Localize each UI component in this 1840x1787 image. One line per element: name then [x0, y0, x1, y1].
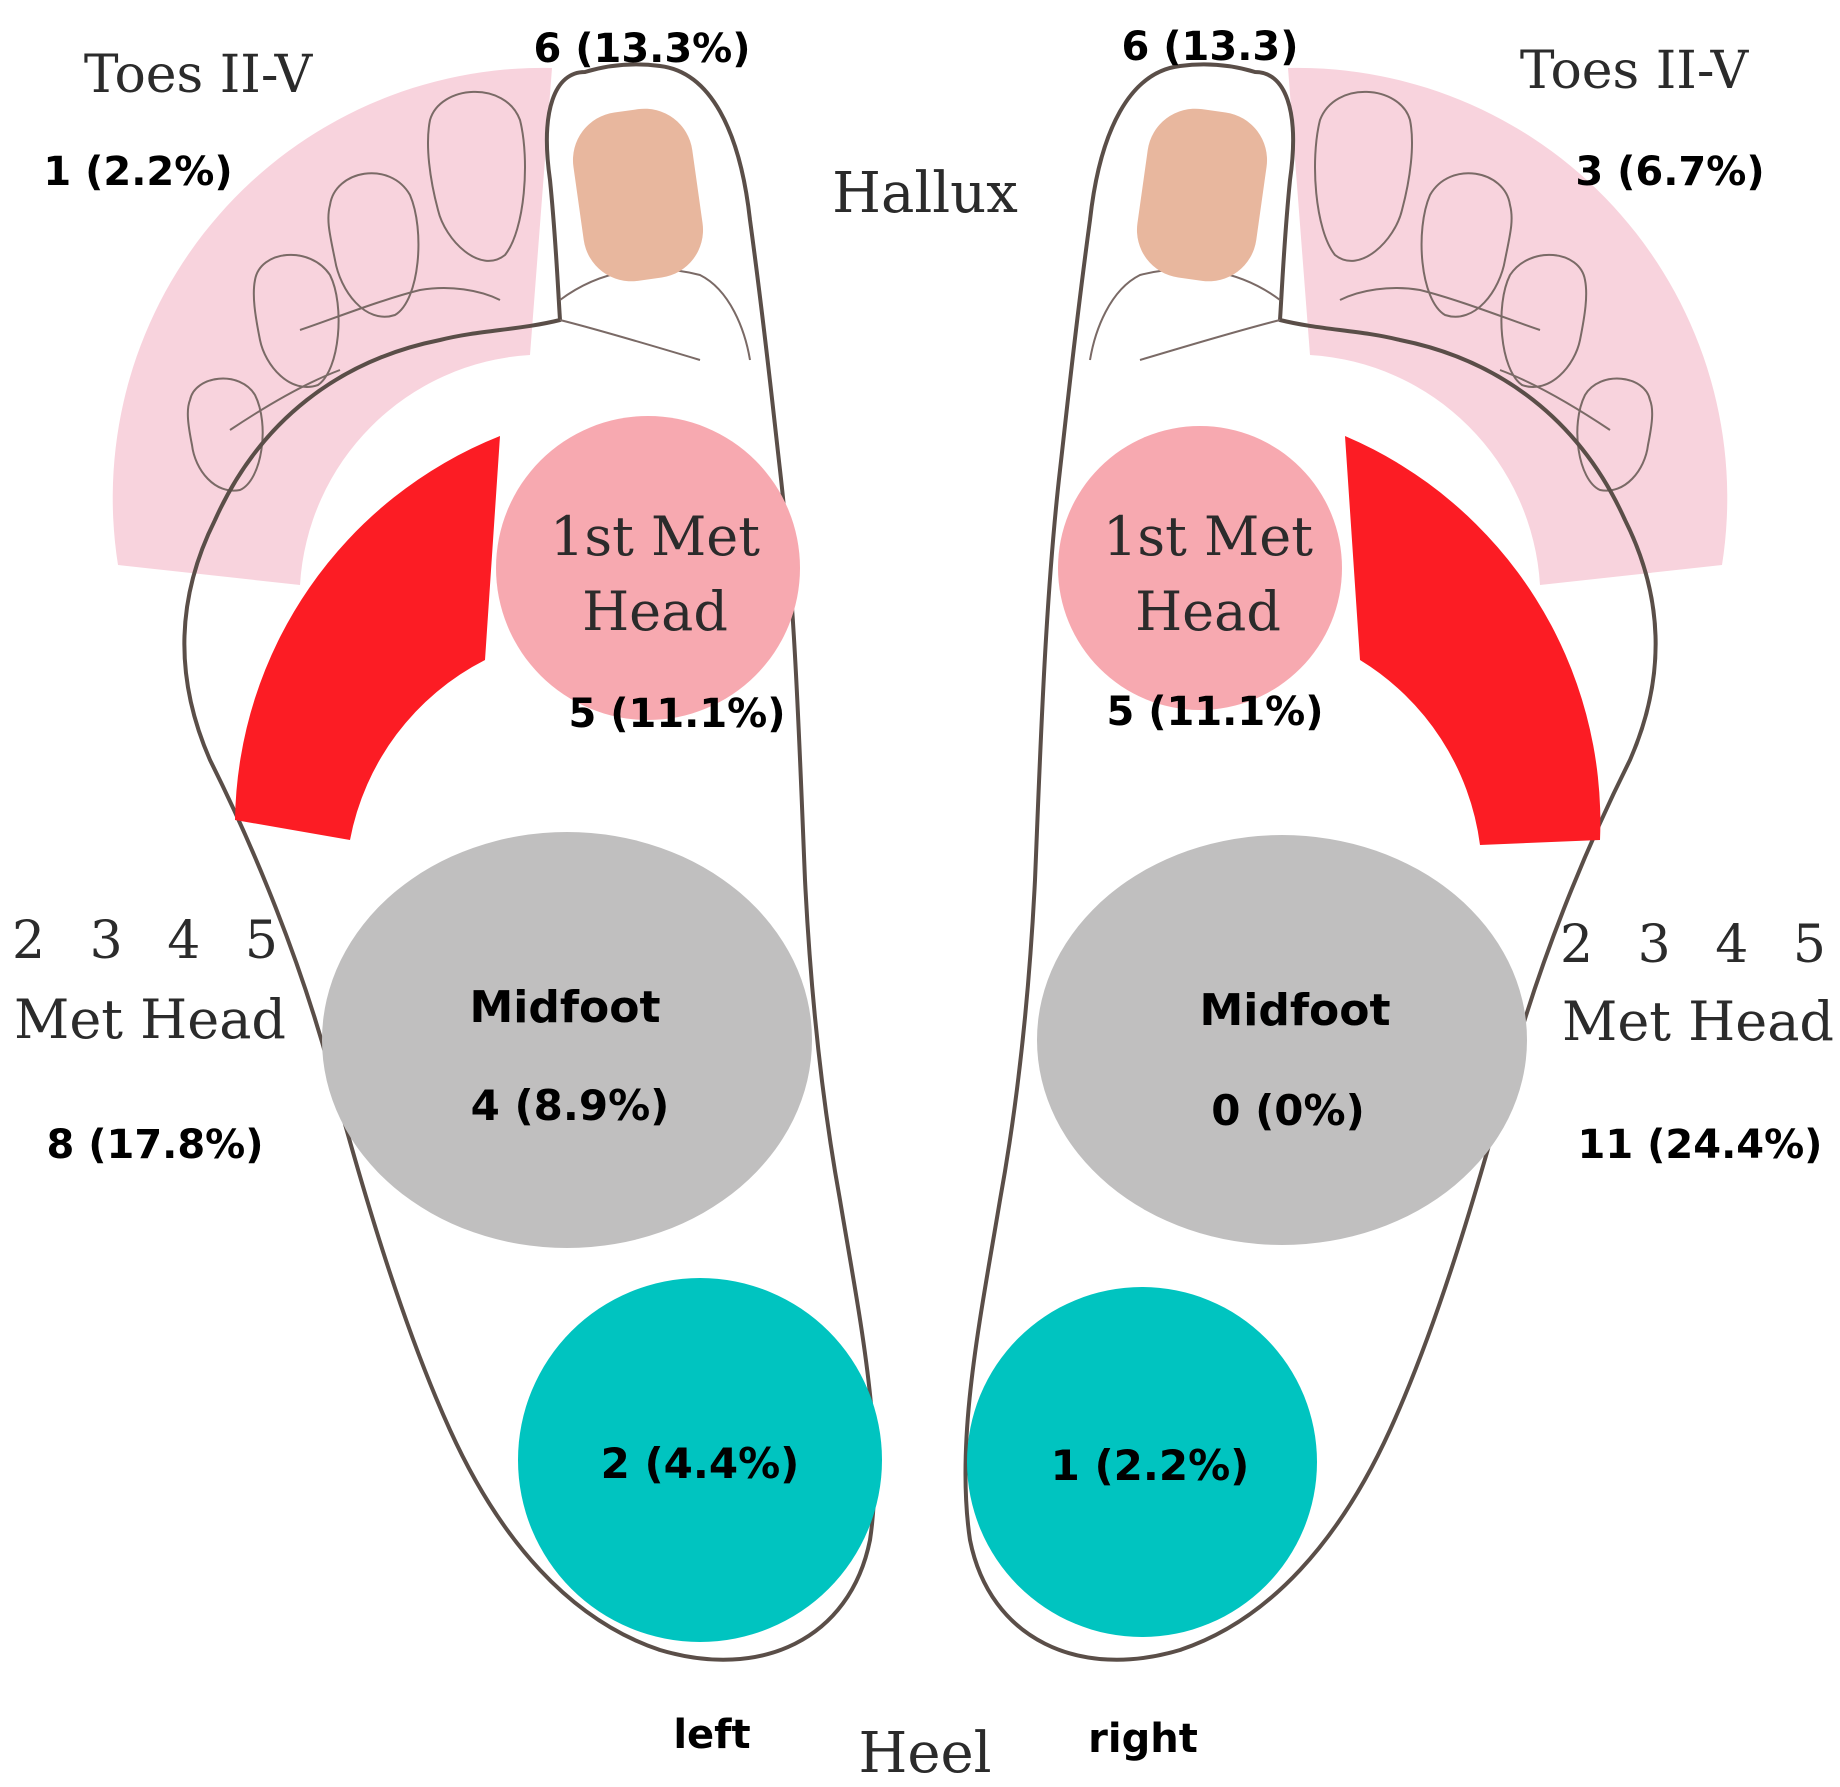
- hallux-label: Hallux: [832, 161, 1018, 226]
- left-lesser-met-label-1: 2 3 4 5: [12, 911, 292, 971]
- right-foot: [963, 62, 1728, 1662]
- left-foot-outline: [182, 62, 877, 1662]
- right-first-met-region: [1058, 426, 1342, 710]
- right-midfoot-label: Midfoot: [1200, 985, 1391, 1036]
- right-heel-region: [967, 1287, 1317, 1637]
- right-toes-label: Toes II-V: [1520, 41, 1750, 101]
- right-toes-sketch: [1314, 90, 1654, 492]
- left-heel-value: 2 (4.4%): [601, 1439, 800, 1488]
- right-hallux-region: [1136, 108, 1268, 282]
- left-toes-region: [112, 67, 553, 586]
- left-toes-value: 1 (2.2%): [43, 149, 232, 195]
- right-foot-outline: [963, 62, 1658, 1662]
- right-first-met-value: 5 (11.1%): [1106, 689, 1323, 735]
- right-first-met-label-2: Head: [1135, 580, 1281, 643]
- right-heel-value: 1 (2.2%): [1051, 1441, 1250, 1490]
- left-toes-label: Toes II-V: [84, 45, 314, 105]
- left-midfoot-region: [322, 832, 812, 1248]
- left-heel-region: [518, 1278, 882, 1642]
- left-lesser-met-label-2: Met Head: [14, 988, 286, 1051]
- left-hallux-region: [572, 108, 704, 282]
- right-lesser-met-label-1: 2 3 4 5: [1560, 915, 1840, 975]
- right-first-met-label-1: 1st Met: [1103, 505, 1313, 568]
- right-hallux-value: 6 (13.3): [1121, 24, 1298, 70]
- heel-label: Heel: [858, 1721, 991, 1786]
- right-lesser-met-value: 11 (24.4%): [1578, 1122, 1823, 1168]
- left-toes-sketch: [186, 90, 526, 492]
- right-toes-value: 3 (6.7%): [1575, 149, 1764, 195]
- left-midfoot-value: 4 (8.9%): [471, 1081, 670, 1130]
- left-hallux-value: 6 (13.3%): [533, 26, 750, 72]
- left-lesser-met-value: 8 (17.8%): [46, 1122, 263, 1168]
- left-first-met-label-2: Head: [582, 580, 728, 643]
- right-midfoot-value: 0 (0%): [1211, 1086, 1365, 1135]
- left-side-label: left: [673, 1712, 750, 1758]
- left-first-met-region: [496, 416, 800, 720]
- left-midfoot-label: Midfoot: [470, 982, 661, 1033]
- right-toes-region: [1288, 67, 1728, 585]
- right-lesser-met-label-2: Met Head: [1562, 990, 1834, 1053]
- left-first-met-value: 5 (11.1%): [568, 691, 785, 737]
- right-lesser-met-region: [1345, 436, 1601, 845]
- left-first-met-label-1: 1st Met: [550, 505, 760, 568]
- left-foot: [112, 62, 882, 1662]
- right-side-label: right: [1088, 1716, 1198, 1762]
- left-lesser-met-region: [235, 436, 500, 840]
- right-midfoot-region: [1037, 835, 1527, 1245]
